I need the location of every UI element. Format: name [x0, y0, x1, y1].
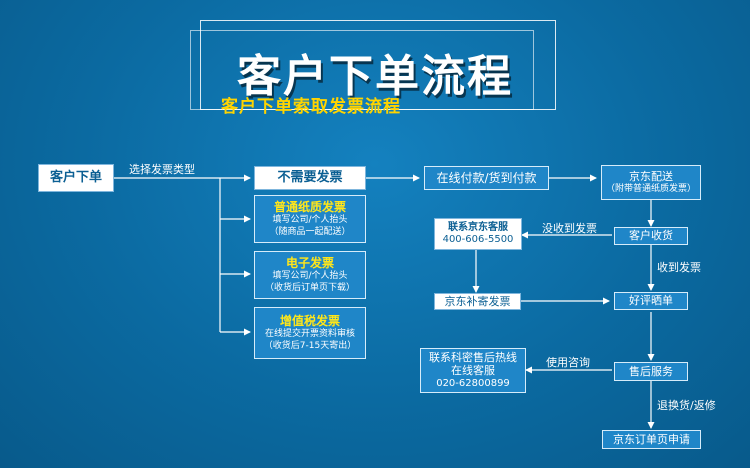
node-customer-order-text: 客户下单 [49, 169, 102, 185]
node-paper-invoice: 普通纸质发票 填写公司/个人抬头 （随商品一起配送） [254, 195, 366, 243]
node-e-invoice: 电子发票 填写公司/个人抬头 （收货后订单页下载） [254, 251, 366, 299]
node-e-invoice-line2: （收货后订单页下载） [264, 282, 355, 293]
node-customer-receive-text: 客户收货 [629, 229, 673, 243]
page-title: 客户下单流程 [237, 51, 513, 102]
node-paper-invoice-line2: （随商品一起配送） [269, 226, 351, 237]
node-contact-cs-phone: 400-606-5500 [442, 234, 514, 245]
node-customer-receive: 客户收货 [614, 227, 688, 245]
node-e-invoice-title: 电子发票 [285, 256, 334, 271]
node-jd-delivery-title: 京东配送 [629, 170, 673, 183]
node-jd-reissue: 京东补寄发票 [434, 293, 521, 310]
node-hotline-phone: 020-62800899 [436, 378, 510, 389]
node-vat-invoice-line1: 在线提交开票资料审核 [264, 329, 355, 340]
node-paper-invoice-line1: 填写公司/个人抬头 [272, 215, 348, 226]
node-online-cs: 在线客服 [451, 364, 495, 378]
label-return: 退换货/返修 [657, 399, 716, 412]
node-vat-invoice-title: 增值税发票 [279, 314, 340, 329]
node-jd-reissue-text: 京东补寄发票 [444, 294, 511, 308]
page-subtitle: 客户下单索取发票流程 [221, 97, 401, 117]
node-aftersales-text: 售后服务 [629, 364, 673, 378]
node-customer-order: 客户下单 [38, 164, 114, 192]
node-review: 好评晒单 [614, 292, 688, 310]
label-choose-type: 选择发票类型 [129, 163, 195, 176]
node-vat-invoice-line2: （收货后7-15天寄出） [263, 340, 357, 351]
node-contact-cs-title: 联系京东客服 [448, 221, 508, 233]
node-contact-cs: 联系京东客服 400-606-5500 [434, 218, 522, 250]
node-aftersales: 售后服务 [614, 362, 688, 381]
node-jd-apply: 京东订单页申请 [602, 430, 701, 449]
node-e-invoice-line1: 填写公司/个人抬头 [272, 271, 348, 282]
node-vat-invoice: 增值税发票 在线提交开票资料审核 （收货后7-15天寄出） [254, 307, 366, 359]
node-jd-delivery: 京东配送 （附带普通纸质发票） [601, 165, 701, 200]
label-not-received: 没收到发票 [542, 222, 597, 235]
label-received: 收到发票 [657, 261, 701, 274]
node-paper-invoice-title: 普通纸质发票 [273, 200, 346, 215]
title-frame-inner [190, 30, 534, 110]
node-payment-text: 在线付款/货到付款 [436, 170, 537, 185]
node-no-invoice: 不需要发票 [254, 166, 366, 190]
node-jd-apply-text: 京东订单页申请 [613, 432, 690, 446]
label-consult: 使用咨询 [546, 356, 590, 369]
node-hotline-title: 联系科密售后热线 [429, 350, 517, 364]
node-review-text: 好评晒单 [629, 294, 673, 308]
node-jd-delivery-note: （附带普通纸质发票） [605, 183, 696, 194]
node-aftersales-hotline: 联系科密售后热线 在线客服 020-62800899 [420, 348, 526, 393]
node-payment: 在线付款/货到付款 [424, 166, 549, 190]
node-no-invoice-text: 不需要发票 [277, 169, 343, 185]
